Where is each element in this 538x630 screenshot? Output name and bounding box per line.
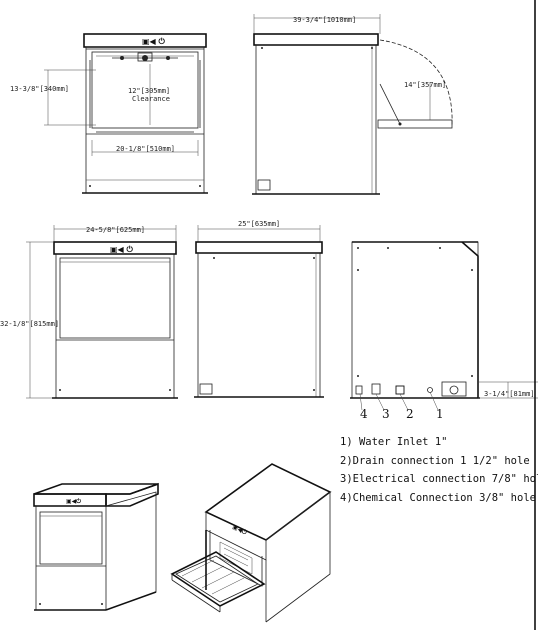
dim-clearance-label: Clearance bbox=[132, 95, 170, 103]
side-view: 25"[635mm] bbox=[194, 220, 324, 398]
control-panel-icon: ▣◀ ⏻ bbox=[142, 37, 165, 46]
front-view: 24-5/8"[625mm] ▣◀ ⏻ 32-1/8"[815mm] bbox=[0, 225, 178, 399]
callout-4: 4 bbox=[360, 407, 368, 421]
note-1: 1) Water Inlet 1" bbox=[340, 436, 447, 448]
callout-2: 2 bbox=[406, 407, 414, 421]
note-2: 2)Drain connection 1 1/2" hole bbox=[340, 455, 530, 467]
iso-open-control-icon: ▣◀⏻ bbox=[231, 524, 248, 537]
dim-clearance-value: 12"[305mm] bbox=[128, 87, 170, 95]
front-view-door-open: ▣◀ ⏻ 13-3/8"[340mm] 12"[305mm] Clearance… bbox=[10, 33, 208, 194]
callout-3: 3 bbox=[382, 407, 390, 421]
dim-top-side-length: 39-3/4"[1010mm] bbox=[293, 16, 356, 24]
note-4: 4)Chemical Connection 3/8" hole bbox=[340, 492, 536, 504]
dim-side-depth: 25"[635mm] bbox=[238, 220, 280, 228]
callout-1: 1 bbox=[436, 407, 444, 421]
dim-back-offset: 3-1/4"[81mm] bbox=[484, 390, 535, 398]
connection-notes: 1) Water Inlet 1" 2)Drain connection 1 1… bbox=[340, 436, 538, 504]
isometric-open: ▣◀⏻ bbox=[170, 463, 332, 623]
dim-front-width: 24-5/8"[625mm] bbox=[86, 226, 145, 234]
dim-top-side-door: 14"[357mm] bbox=[404, 81, 446, 89]
front-control-icon: ▣◀ ⏻ bbox=[110, 245, 133, 254]
iso-control-icon: ▣◀⏻ bbox=[66, 498, 81, 505]
side-view-door-open: 39-3/4"[1010mm] 14"[357mm] bbox=[252, 14, 453, 195]
note-3: 3)Electrical connection 7/8" hole bbox=[340, 473, 538, 485]
dim-top-front-width: 20-1/8"[510mm] bbox=[116, 145, 175, 153]
isometric-closed: ▣◀⏻ bbox=[33, 482, 159, 611]
back-view: 1 2 3 4 3-1/4"[81mm] bbox=[350, 241, 538, 421]
dim-front-height: 32-1/8"[815mm] bbox=[0, 320, 59, 328]
dim-top-front-height: 13-3/8"[340mm] bbox=[10, 85, 69, 93]
